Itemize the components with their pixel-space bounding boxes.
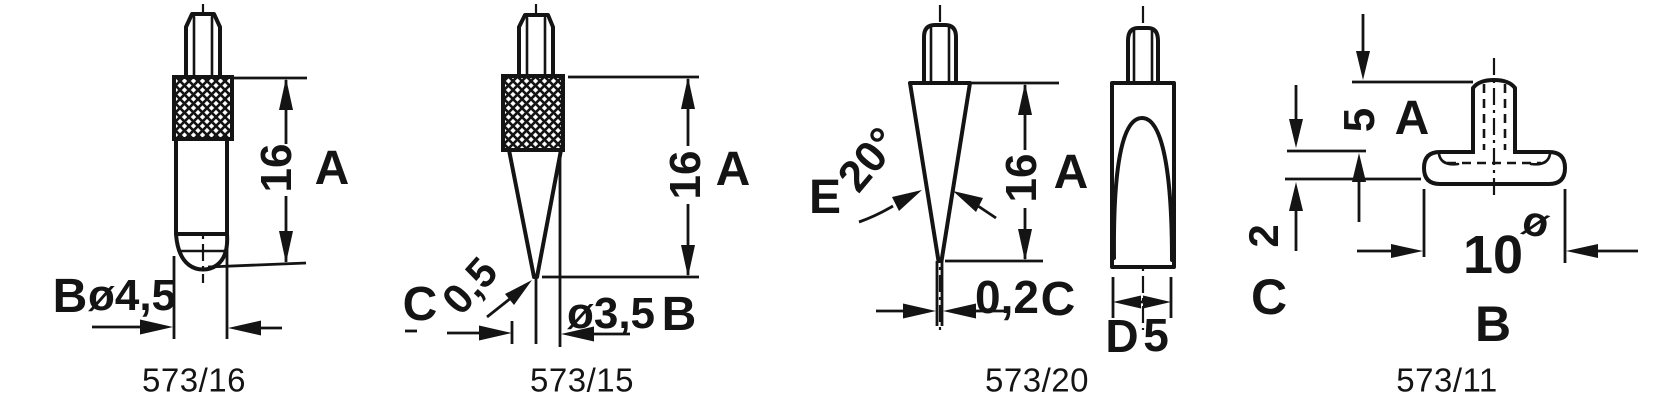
dim-width-letter: D (1105, 310, 1139, 362)
figure-caption: 573/11 (1396, 361, 1498, 399)
knurled-collar (172, 75, 234, 141)
dim-tip-letter: C (1040, 273, 1076, 326)
probe-573-11-drawing (1285, 14, 1638, 263)
figure-caption: 573/20 (985, 361, 1089, 399)
diameter-symbol: ø (1517, 195, 1555, 248)
dim-height-letter: A (1394, 92, 1430, 145)
dim-tip-letter: C (402, 278, 438, 331)
dim-diameter-letter: B (661, 288, 697, 341)
dim-angle-letter: E (808, 171, 842, 224)
blade-profile-curve (1111, 116, 1174, 262)
probe-573-20-drawing (858, 5, 1176, 332)
dim-height-letter: A (314, 142, 350, 195)
threaded-stem-side (1126, 26, 1160, 85)
dome-tip (174, 232, 230, 272)
dim-diameter-letter: B (52, 270, 88, 323)
dim-diameter-value: ø3,5 (566, 289, 656, 338)
dim-diameter-value: 10 (1462, 225, 1524, 285)
dim-tip-value: 0,2 (975, 271, 1039, 323)
cylindrical-body (174, 137, 229, 236)
probe-573-15-drawing (405, 4, 699, 347)
dim-diameter-value: ø4,5 (87, 271, 177, 320)
dim-thickness-value: 2 (1240, 224, 1287, 248)
figure-caption: 573/15 (530, 361, 634, 399)
dim-height-letter: A (715, 143, 751, 196)
figure-caption: 573/16 (142, 361, 246, 399)
dim-width-value: 5 (1143, 309, 1169, 361)
blade-body-side (1110, 81, 1176, 269)
dim-height-value: 5 (1335, 107, 1384, 133)
dim-thickness-letter: C (1250, 269, 1288, 325)
dim-height-letter: A (1053, 146, 1089, 199)
dim-diameter-letter: B (1474, 296, 1512, 352)
probe-573-16-drawing (92, 4, 307, 339)
cone-tip (507, 148, 563, 279)
